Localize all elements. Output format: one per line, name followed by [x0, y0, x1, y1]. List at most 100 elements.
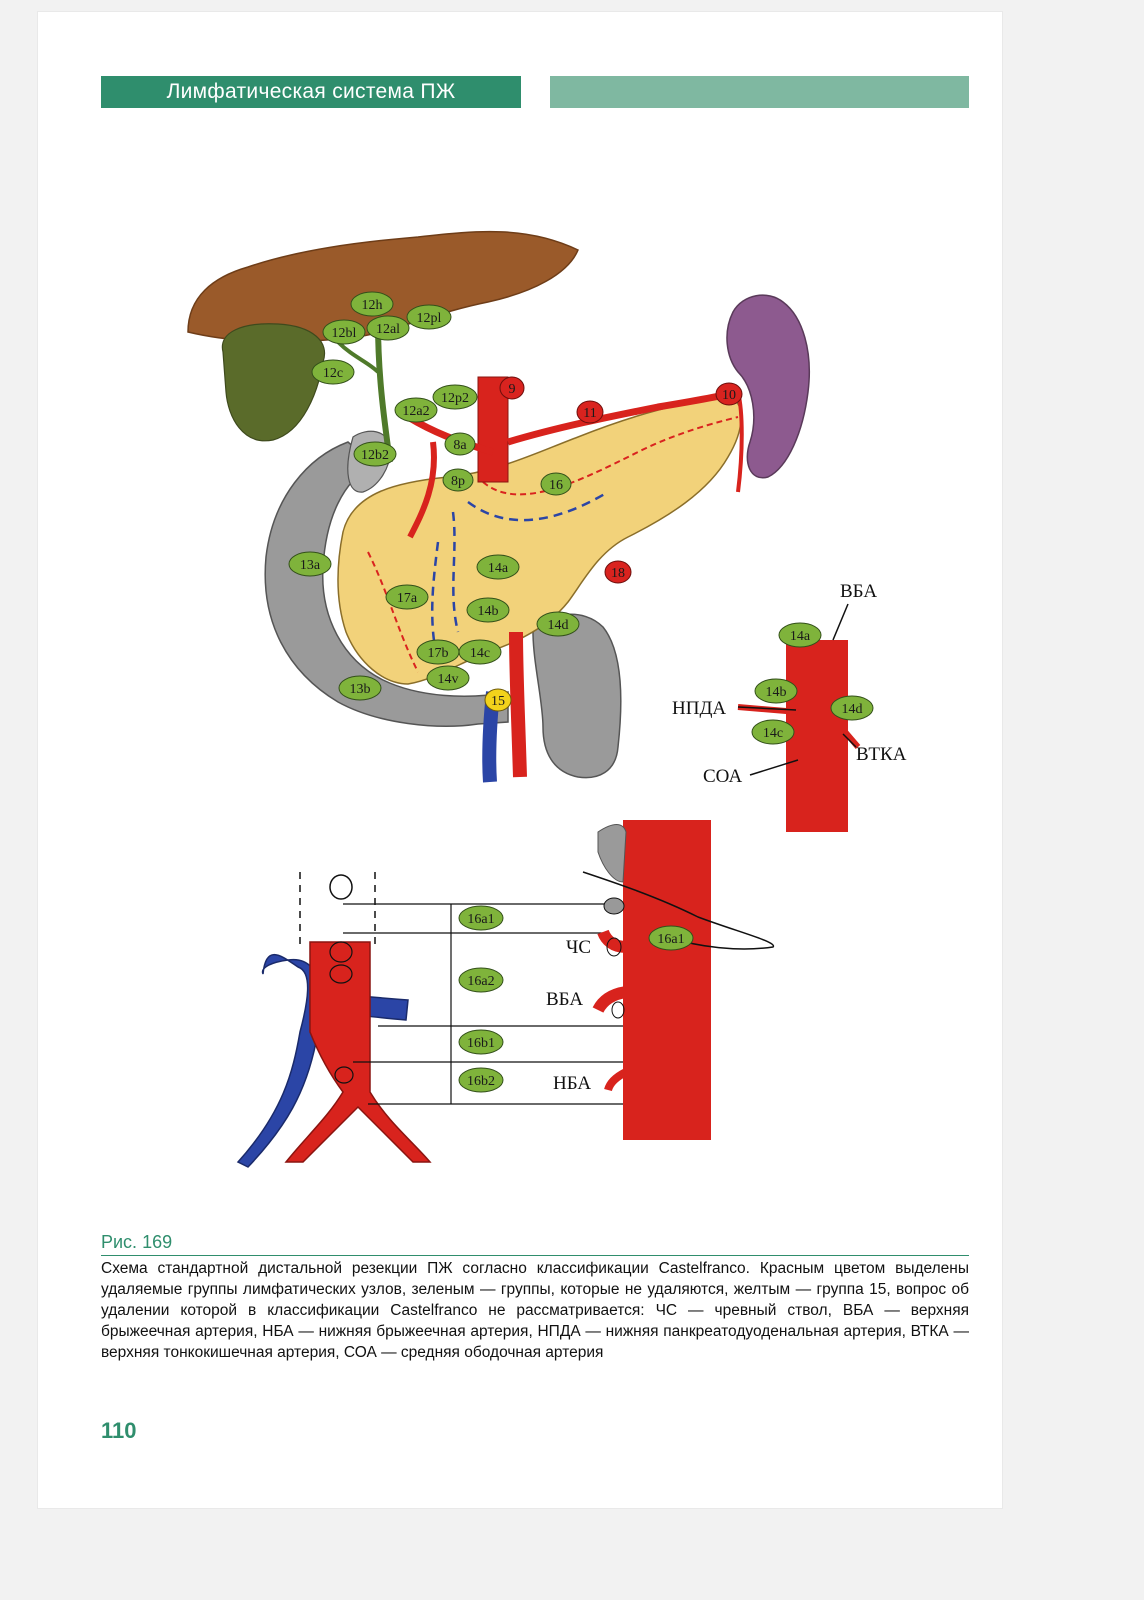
- caption-divider: [101, 1255, 969, 1256]
- level-marker: [329, 941, 353, 963]
- kept-lymph-path: [467, 490, 609, 522]
- celiac-trunk: [597, 929, 627, 953]
- node-12a2: 12a2: [394, 397, 438, 423]
- svg-text:13b: 13b: [350, 682, 371, 697]
- aorta-lateral: [623, 820, 711, 1140]
- spleen: [726, 294, 811, 479]
- node-10: 10: [715, 382, 743, 406]
- svg-text:14v: 14v: [438, 672, 459, 687]
- level-marker: [606, 937, 622, 957]
- level-marker: [329, 874, 353, 900]
- svg-text:18: 18: [611, 566, 625, 581]
- node-12b2: 12b2: [353, 441, 397, 467]
- node-17b: 17b: [416, 639, 460, 665]
- svg-text:11: 11: [583, 406, 596, 421]
- level-marker: [611, 1001, 625, 1019]
- label-chs: ЧС: [566, 937, 591, 958]
- svg-text:14b: 14b: [478, 604, 499, 619]
- node-16a2: 16a2: [458, 967, 504, 993]
- pancreas-lymph-diagram: 12h 12pl 12bl 12al 12c 12p2 12a2 12b2 8a…: [187, 230, 907, 1168]
- label-vtka: ВТКА: [856, 744, 907, 765]
- svg-text:14d: 14d: [548, 618, 569, 633]
- node-11: 11: [576, 400, 604, 424]
- vtka-leader: [842, 733, 857, 748]
- inset-node-14d: 14d: [830, 695, 874, 721]
- svg-text:13a: 13a: [300, 558, 321, 573]
- node-8a: 8a: [444, 432, 476, 456]
- node-9: 9: [499, 376, 525, 400]
- section-title: Лимфатическая система ПЖ: [166, 80, 456, 103]
- node-14c: 14c: [458, 639, 502, 665]
- node-16a1-right: 16a1: [648, 925, 694, 951]
- pancreas: [337, 396, 742, 685]
- svg-text:10: 10: [722, 388, 736, 403]
- svg-text:9: 9: [509, 382, 516, 397]
- sma-branch: [592, 986, 628, 1014]
- svg-text:12c: 12c: [323, 366, 343, 381]
- level-marker: [329, 964, 353, 984]
- node-12p2: 12p2: [432, 384, 478, 410]
- stomach-silhouette: [582, 871, 774, 950]
- label-vba-bottom: ВБА: [546, 989, 583, 1010]
- figure-number: Рис. 169: [101, 1232, 173, 1252]
- node-14a: 14a: [476, 554, 520, 580]
- node-16b2: 16b2: [458, 1067, 504, 1093]
- soa-leader: [749, 759, 799, 776]
- node-17a: 17a: [385, 584, 429, 610]
- gastroduodenal-artery: [407, 441, 437, 539]
- svg-text:12p2: 12p2: [441, 391, 469, 406]
- bile-duct-branch: [336, 340, 380, 374]
- figure-caption: Схема стандартной дистальной резекции ПЖ…: [101, 1260, 969, 1361]
- label-vba-top: ВБА: [840, 581, 877, 602]
- svg-text:12a2: 12a2: [402, 404, 429, 419]
- node-14v: 14v: [426, 665, 470, 691]
- level-marker: [603, 897, 625, 915]
- level-marker: [334, 1066, 354, 1084]
- aorta-bottom: [284, 941, 432, 1163]
- lymph-nodes-para-aortic: 16a1 16a2 16b1 16b2 16a1: [458, 905, 694, 1093]
- svg-text:16: 16: [549, 478, 563, 493]
- svg-text:14c: 14c: [763, 726, 783, 741]
- svg-text:12pl: 12pl: [417, 311, 442, 326]
- svg-text:16a1: 16a1: [657, 932, 684, 947]
- splenic-vessel: [736, 391, 744, 493]
- node-12bl: 12bl: [322, 319, 366, 345]
- node-8p: 8p: [442, 468, 474, 492]
- section-header: Лимфатическая система ПЖ: [101, 76, 521, 108]
- removed-lymph-path: [367, 551, 419, 673]
- node-12h: 12h: [350, 291, 394, 317]
- node-18: 18: [604, 560, 632, 584]
- node-13b: 13b: [338, 675, 382, 701]
- sma-inset: [786, 640, 848, 832]
- svg-text:17b: 17b: [428, 646, 449, 661]
- node-12pl: 12pl: [406, 304, 452, 330]
- node-16b1: 16b1: [458, 1029, 504, 1055]
- svg-text:12b2: 12b2: [361, 448, 389, 463]
- svg-text:15: 15: [491, 694, 505, 709]
- diaphragm-crus: [597, 824, 627, 883]
- node-16a1: 16a1: [458, 905, 504, 931]
- removed-lymph-path: [482, 416, 739, 496]
- page-number: 110: [101, 1418, 137, 1443]
- vba-leader: [832, 603, 849, 641]
- svg-text:8a: 8a: [453, 438, 467, 453]
- svg-text:14d: 14d: [842, 702, 863, 717]
- svg-text:14c: 14c: [470, 646, 490, 661]
- node-13a: 13a: [288, 551, 332, 577]
- kept-lymph-path: [451, 511, 460, 633]
- node-12c: 12c: [311, 359, 355, 385]
- node-14b: 14b: [466, 597, 510, 623]
- node-15: 15: [484, 688, 512, 712]
- svg-text:16b1: 16b1: [467, 1036, 495, 1051]
- svg-text:12h: 12h: [362, 298, 383, 313]
- book-page: Лимфатическая система ПЖ: [38, 12, 1002, 1508]
- inset-vtka-branch: [825, 710, 861, 749]
- svg-text:16b2: 16b2: [467, 1074, 495, 1089]
- svg-text:12bl: 12bl: [332, 326, 357, 341]
- svg-text:14a: 14a: [488, 561, 509, 576]
- ima-branch: [604, 1068, 628, 1092]
- lymph-nodes-main: 12h 12pl 12bl 12al 12c 12p2 12a2 12b2 8a…: [288, 291, 743, 712]
- svg-text:14b: 14b: [766, 685, 787, 700]
- svg-text:17a: 17a: [397, 591, 418, 606]
- svg-text:16a2: 16a2: [467, 974, 494, 989]
